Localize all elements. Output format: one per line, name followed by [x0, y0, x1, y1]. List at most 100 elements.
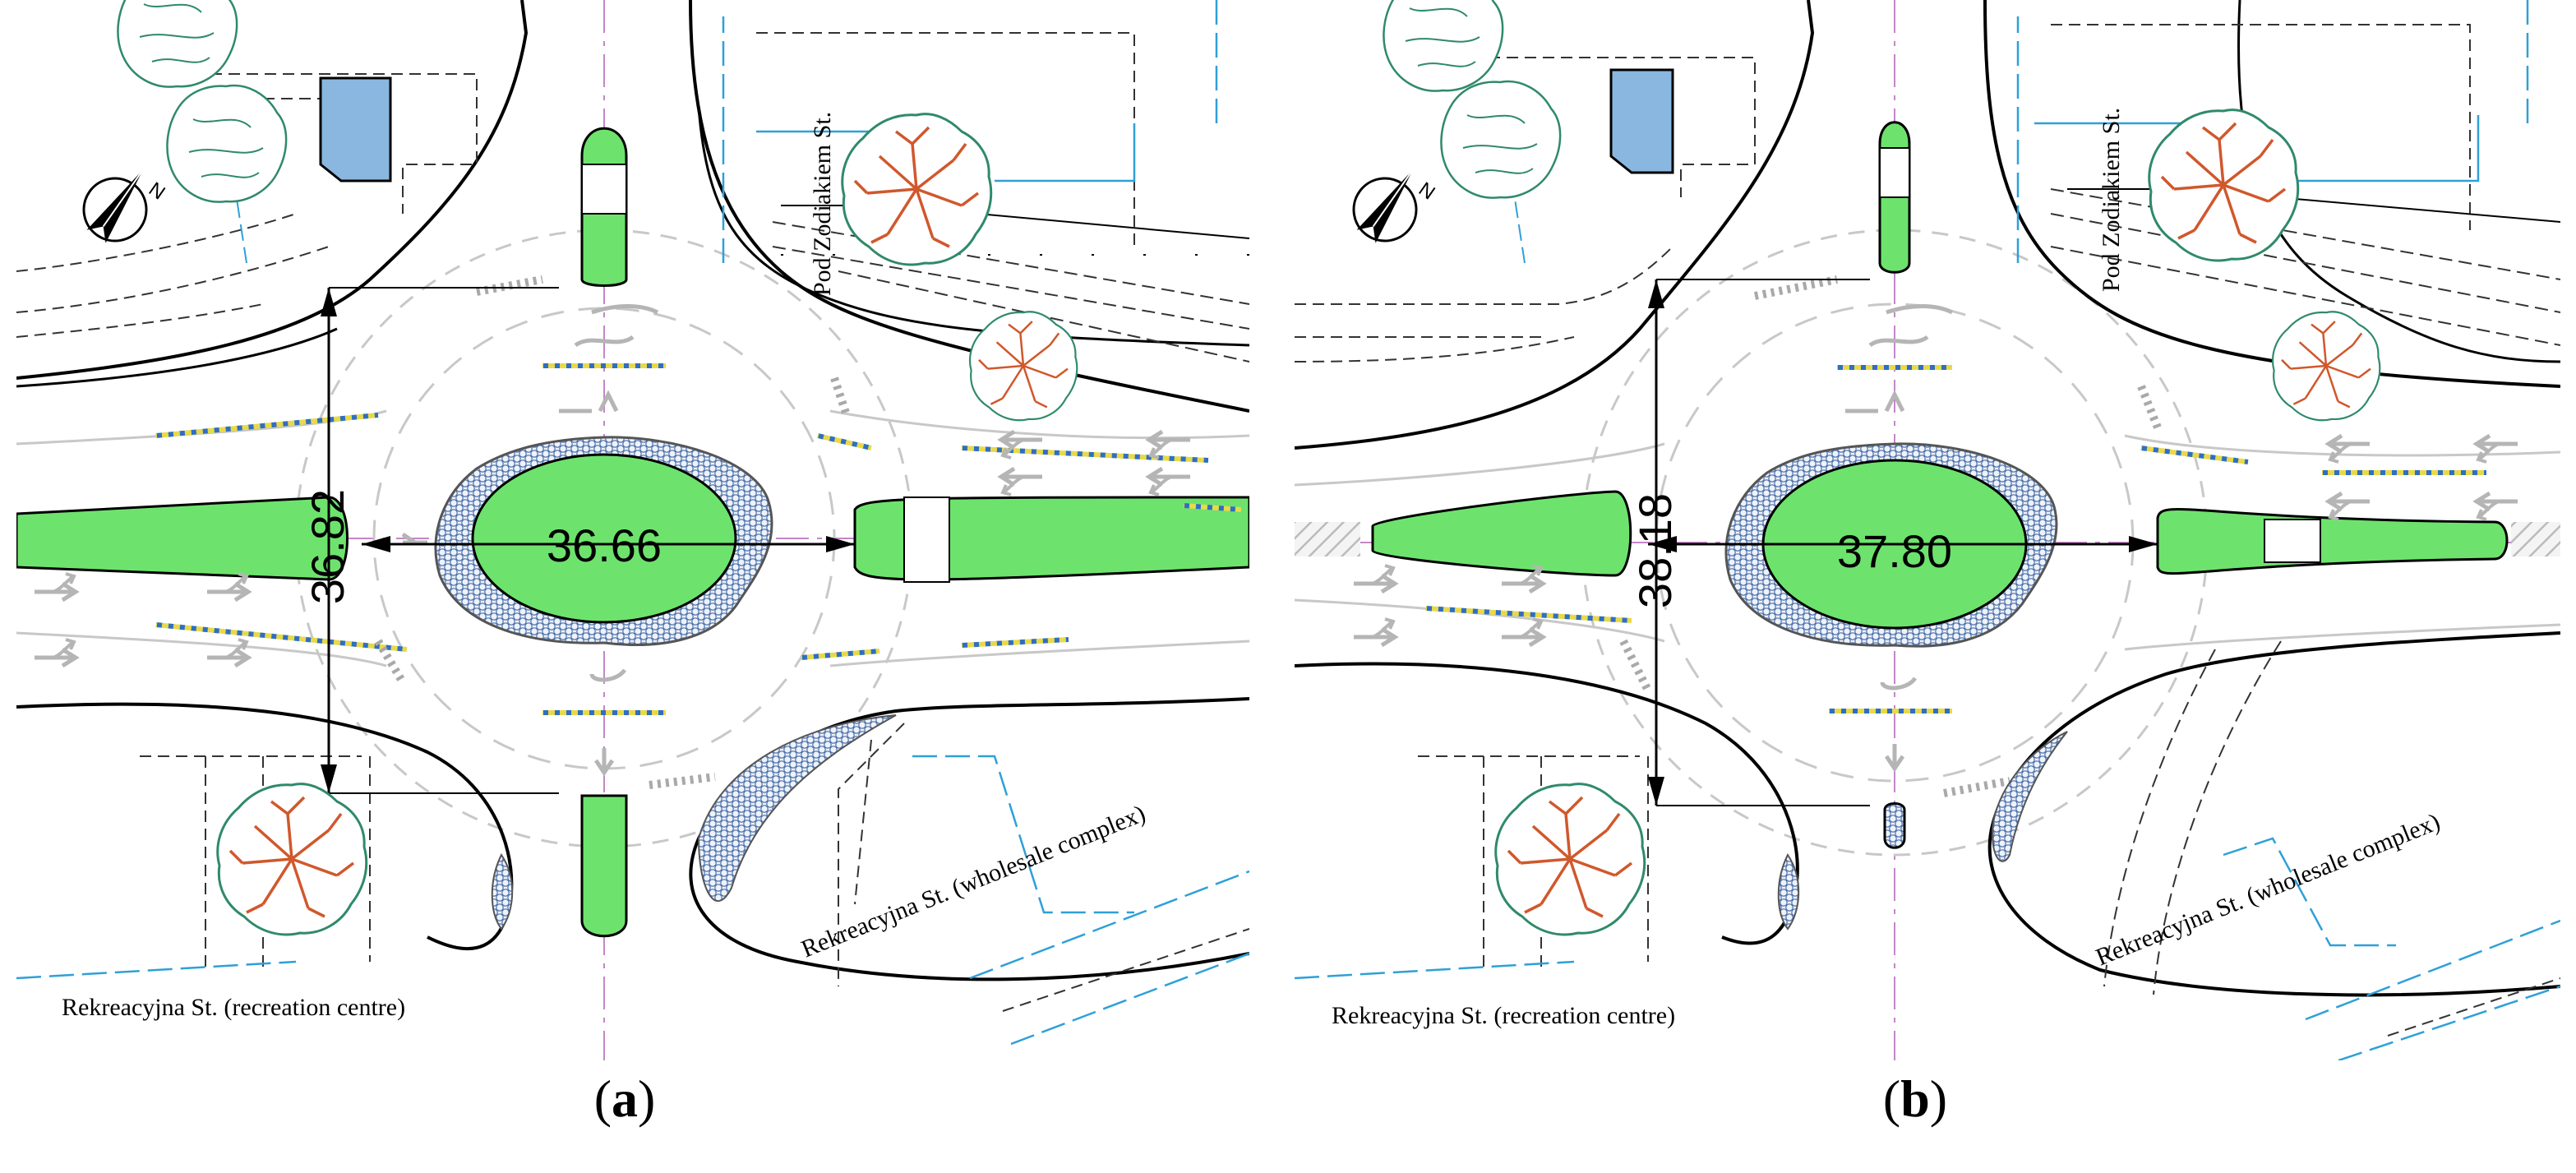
curb-sw: [1295, 662, 1799, 945]
vertical-dimension-label: 36.82: [302, 489, 353, 604]
street-label-south-east: Rekreacyjna St. (wholesale complex): [797, 800, 1149, 963]
splitter-island-south: [1883, 802, 1906, 849]
tree-icon: [1383, 0, 1504, 92]
hatched-area: [1992, 731, 2068, 862]
give-way-marking: [1754, 275, 1838, 300]
curb-ne-inner: [697, 106, 1249, 347]
property-line: [2387, 977, 2560, 1037]
vertical-dimension-label: 38.18: [1629, 493, 1681, 608]
central-island: [471, 453, 737, 624]
curb-se: [689, 697, 1249, 981]
tree-icon: [1440, 80, 1562, 199]
hatched-area: [2511, 522, 2560, 556]
curb-nw-inner: [16, 327, 338, 388]
curb-se: [1987, 631, 2560, 997]
lane-arrow-icon: [2329, 436, 2370, 462]
lane-arrow-icon: [2477, 493, 2518, 520]
lane-dividers: [1425, 365, 2486, 713]
splitter-island-east: [853, 496, 1249, 581]
lane-arrow-icon: [35, 640, 76, 666]
splitter-island-west: [16, 496, 349, 581]
utility-line: [1295, 0, 2560, 1060]
street-label-south-east: Rekreacyjna St. (wholesale complex): [2092, 808, 2444, 971]
pedestrian-crossing: [2264, 519, 2321, 563]
property-line: [1295, 246, 1673, 363]
svg-text:N: N: [145, 178, 169, 205]
caption-a: (a): [593, 1069, 656, 1128]
give-way-marking: [2137, 385, 2162, 429]
splitter-island-east: [2156, 508, 2509, 575]
utility-line: [16, 0, 1249, 1046]
lane-arrow-icon: [1149, 469, 1190, 495]
lane-edge: [2124, 623, 2560, 651]
give-way-marking: [649, 773, 716, 789]
north-arrow-icon: N: [1352, 169, 1439, 243]
lane-arrow-icon: [1354, 619, 1395, 645]
north-arrow-icon: N: [82, 169, 169, 243]
splitter-island-south: [580, 794, 628, 938]
circulating-arrows: [1845, 304, 1954, 773]
hatched-area: [491, 853, 514, 931]
roundabout-plan-a: 36.66 36.82 N Pod Zodiakiem St. Rekreacy…: [16, 0, 1249, 1060]
tree-icon: [1494, 782, 1646, 936]
lane-arrow-icon: [1149, 432, 1190, 458]
curb-nw: [1295, 0, 1815, 450]
circulating-arrows: [559, 304, 659, 777]
tree-icon: [166, 84, 288, 203]
diameter-label: 37.80: [1837, 525, 1952, 577]
diagram-panel-a: 36.66 36.82 N Pod Zodiakiem St. Rekreacy…: [16, 0, 1249, 1060]
lane-arrow-icon: [1502, 619, 1543, 645]
property-line: [1434, 57, 1756, 197]
curb-sw: [16, 702, 514, 951]
roundabout-plan-b: 37.80 38.18 N Pod Zodiakiem St. Rekreacy…: [1295, 0, 2560, 1060]
property-line: [1002, 928, 1249, 1012]
curb-nw: [16, 0, 529, 380]
tree-icon: [216, 782, 368, 936]
give-way-marking: [1943, 777, 2010, 797]
lane-edge: [16, 409, 387, 446]
lane-arrow-icon: [207, 574, 248, 600]
street-label-north: Pod Zodiakiem St.: [809, 112, 836, 296]
street-label-south-west: Rekreacyjna St. (recreation centre): [1332, 1002, 1675, 1029]
lane-edge: [829, 640, 1249, 667]
lane-arrow-icon: [1354, 566, 1395, 592]
hatched-area: [697, 714, 897, 902]
give-way-marking: [830, 376, 851, 417]
diagram-panel-b: 37.80 38.18 N Pod Zodiakiem St. Rekreacy…: [1295, 0, 2560, 1060]
lane-edge: [1295, 442, 1665, 487]
property-line: [16, 213, 330, 338]
property-line: [838, 723, 905, 986]
give-way-marking: [476, 275, 543, 296]
pedestrian-crossing: [581, 164, 627, 215]
svg-text:N: N: [1415, 178, 1439, 205]
circulating-arrows: [401, 532, 427, 545]
give-way-marking: [1619, 639, 1652, 693]
caption-letter: a: [612, 1069, 638, 1128]
lane-arrow-icon: [1001, 469, 1042, 495]
diameter-label: 36.66: [547, 520, 662, 571]
property-line: [2051, 24, 2471, 230]
hatched-area: [1295, 522, 1360, 556]
street-label-south-west: Rekreacyjna St. (recreation centre): [62, 994, 405, 1021]
lane-edge: [1295, 598, 1665, 643]
lane-dividers: [155, 363, 1242, 715]
pedestrian-crossing: [903, 496, 950, 583]
hatched-area: [1777, 853, 1800, 931]
property-line: [2103, 640, 2282, 995]
property-line: [2050, 188, 2560, 346]
tree-icon: [968, 311, 1078, 422]
utility-line: [229, 155, 247, 264]
caption-b: (b): [1882, 1069, 1948, 1128]
lane-arrow-icon: [35, 574, 76, 600]
tree-icon: [2148, 108, 2300, 262]
tree-icon: [2271, 311, 2381, 422]
tree-icon: [841, 112, 993, 266]
lane-arrow-icon: [2477, 436, 2518, 462]
splitter-island-west: [1371, 490, 1632, 577]
utility-line: [1507, 155, 1526, 264]
caption-letter: b: [1900, 1069, 1930, 1128]
building: [319, 76, 392, 182]
lane-arrow-icon: [2329, 493, 2370, 520]
building: [1609, 68, 1674, 174]
street-label-north: Pod Zodiakiem St.: [2098, 108, 2125, 292]
